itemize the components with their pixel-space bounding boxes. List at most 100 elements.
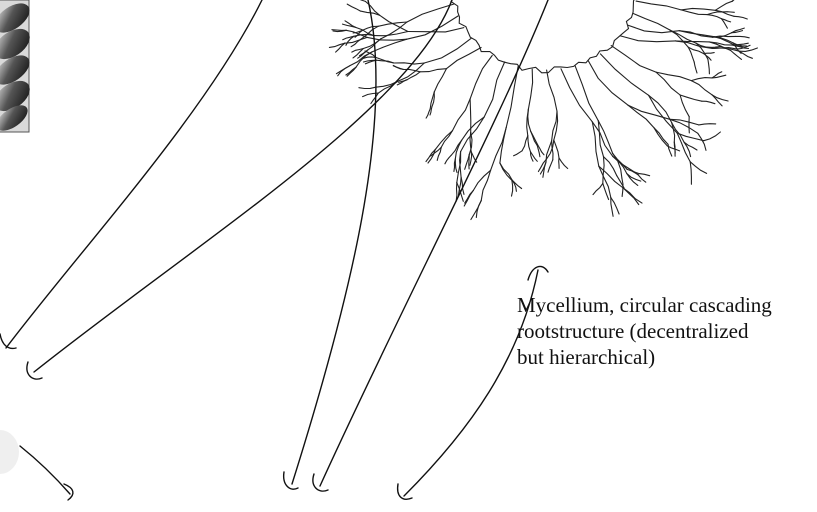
mycelium-branch — [694, 62, 697, 73]
mycelium-branch — [363, 26, 379, 30]
mycelium-branch — [522, 136, 528, 151]
mycelium-branch — [347, 4, 360, 11]
mycelium-branch — [455, 159, 457, 173]
mycelium-branch — [699, 124, 716, 125]
mycelium-branch — [445, 155, 451, 164]
mycelium-branch — [367, 37, 407, 40]
mycelium-branch — [690, 162, 691, 185]
mycelium-branch — [654, 128, 668, 145]
mycelium-branch — [359, 87, 376, 88]
mycelium-branch — [470, 99, 471, 133]
mycelium-branch — [500, 163, 512, 180]
mycelium-branch — [435, 131, 452, 150]
mycelium-branch — [424, 38, 471, 63]
mycelium-branch — [420, 69, 446, 72]
mycelium-branch — [620, 36, 675, 42]
mycelium-branch — [628, 105, 654, 128]
mycelium-branch — [668, 144, 672, 156]
mycelium-branch — [461, 117, 485, 152]
mycelium-branch — [393, 66, 403, 70]
mycelium-branch — [739, 51, 752, 58]
mycelium-branch — [691, 78, 712, 81]
mycelium-branch — [514, 151, 523, 156]
mycelium-branch — [491, 128, 507, 171]
mycelium-branch — [623, 188, 639, 205]
mycelium-branch — [723, 12, 734, 13]
mycelium-branch — [347, 67, 356, 76]
arrow-head-2 — [27, 362, 42, 379]
mycelium-branch — [484, 62, 505, 117]
caption-line-3: but hierarchical) — [517, 344, 817, 370]
leaf-thumbnail — [0, 0, 35, 136]
caption-line-1: Mycellium, circular cascading — [517, 292, 817, 318]
mycelium-branch — [345, 37, 367, 43]
mycelium-branch — [623, 188, 642, 203]
mycelium-branch — [715, 10, 734, 16]
mycelium-branch — [512, 180, 513, 196]
mycelium-branch — [592, 122, 599, 166]
mycelium-branch — [734, 16, 747, 19]
mycelium-branch — [636, 1, 681, 10]
mycelium-branch — [628, 25, 680, 33]
mycelium-branch — [528, 109, 531, 131]
mycelium-branch — [336, 66, 349, 74]
mycelium-branch — [554, 140, 559, 158]
mycelium-branch — [469, 154, 470, 169]
connector-arrows — [0, 0, 548, 500]
mycelium-branch — [434, 69, 446, 92]
mycelium-branch — [464, 191, 473, 207]
gray-blob — [0, 430, 19, 474]
mycelium-branch — [628, 105, 670, 119]
mycelium-branch — [363, 57, 375, 59]
mycelium-branch — [426, 109, 430, 118]
mycelium-branch — [679, 31, 714, 37]
arrow-head-6 — [398, 484, 412, 499]
mycelium-branch — [598, 121, 612, 154]
mycelium-branch — [561, 69, 592, 122]
mycelium-branch — [575, 66, 598, 121]
mycelium-branch — [704, 132, 721, 141]
mycelium-branch — [680, 95, 702, 101]
mycelium-branch — [470, 56, 492, 99]
arrow-path-4 — [320, 0, 548, 486]
mycelium-branch — [714, 37, 734, 45]
mycelium-branch — [407, 4, 454, 22]
mycelium-branch — [593, 183, 603, 194]
mycelium-branch — [732, 0, 740, 1]
mycelium-branch — [548, 160, 553, 172]
mycelium-branch — [559, 158, 568, 169]
mycelium-branch — [736, 36, 750, 37]
arrow-path-3 — [292, 0, 376, 484]
mycelium-branch — [528, 69, 532, 109]
mycelium-caption: Mycellium, circular cascading rootstruct… — [517, 292, 817, 370]
mycelium-branch — [691, 81, 712, 95]
mycelium-branch — [353, 0, 366, 1]
mycelium-branch — [690, 162, 706, 174]
mycelium-branch — [681, 8, 715, 10]
mycelium-branch — [600, 54, 648, 95]
mycelium-branch — [707, 15, 722, 19]
arrow-path-2 — [34, 0, 452, 372]
mycelium-branch — [441, 131, 452, 148]
mycelium-branch — [681, 10, 707, 15]
mycelium-root-drawing — [329, 0, 757, 220]
mycelium-branch — [680, 95, 689, 117]
mycelium-branch — [707, 12, 723, 15]
caption-line-2: rootstructure (decentralized — [517, 318, 817, 344]
arrow-path-7 — [20, 446, 70, 494]
mycelium-branch — [712, 46, 721, 47]
mycelium-branch — [473, 170, 490, 190]
mycelium-branch — [462, 117, 485, 140]
arrow-head-3 — [284, 472, 298, 489]
mycelium-branch — [361, 26, 378, 39]
mycelium-branch — [356, 52, 372, 67]
mycelium-branch — [715, 1, 732, 10]
mycelium-branch — [588, 61, 628, 106]
mycelium-branch — [506, 67, 518, 128]
mycelium-branch — [704, 53, 715, 54]
mycelium-branch — [453, 99, 471, 131]
mycelium-branch — [394, 63, 424, 64]
mycelium-branch — [547, 70, 557, 111]
mycelium-branch — [528, 136, 531, 152]
